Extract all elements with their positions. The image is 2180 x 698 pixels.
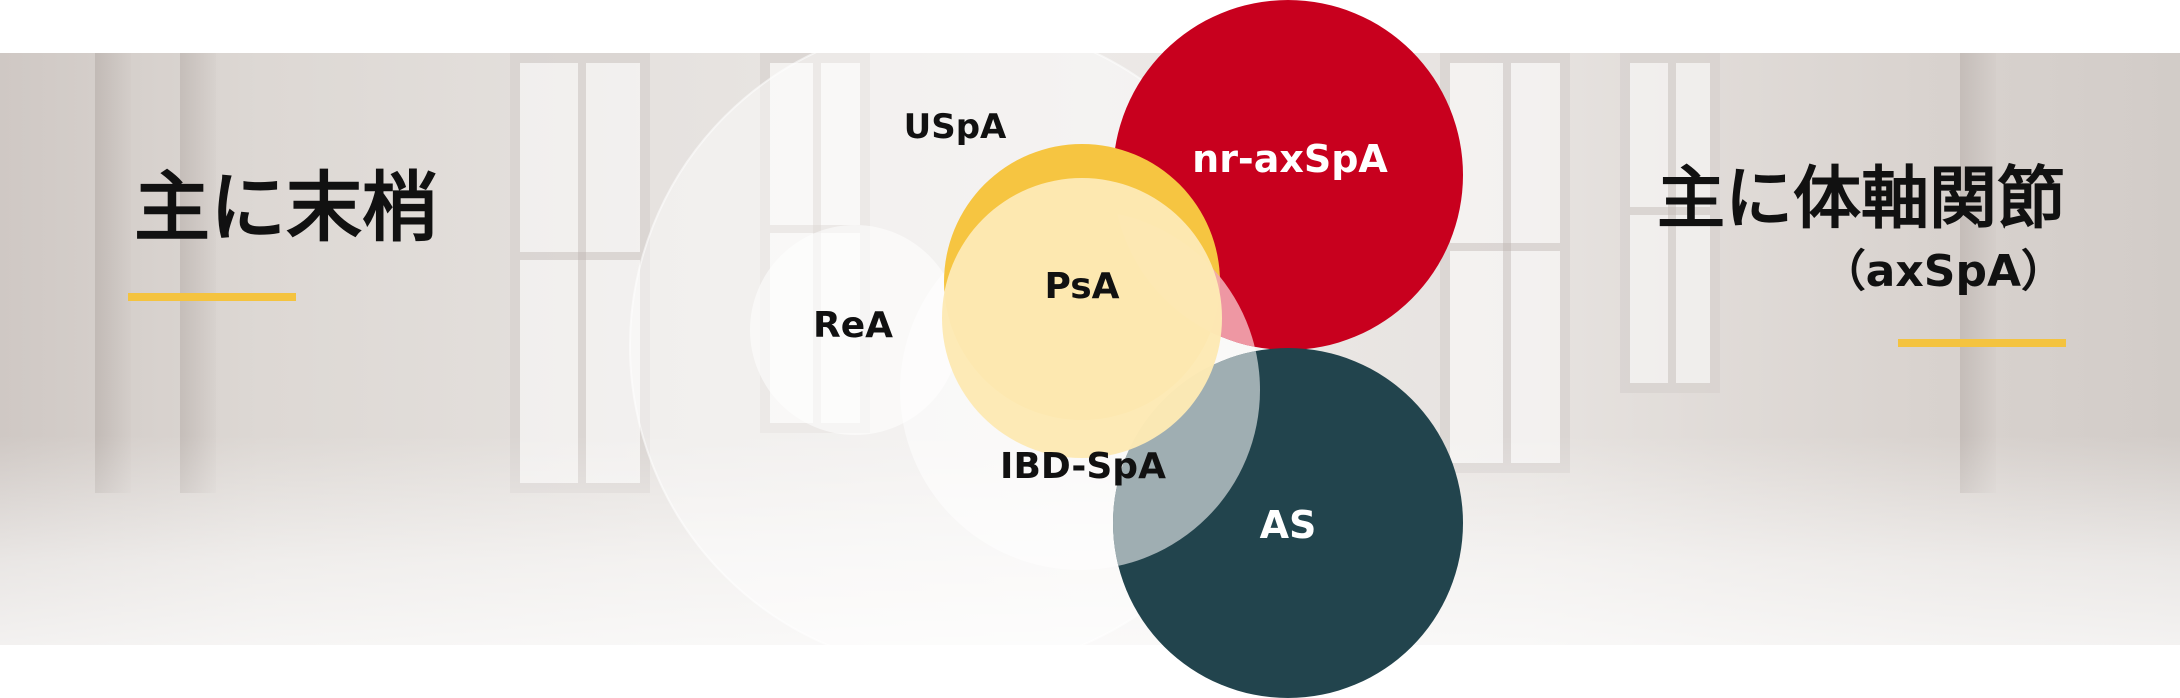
background-pillar bbox=[95, 53, 131, 493]
as-label: AS bbox=[1260, 503, 1317, 547]
background-window bbox=[1620, 53, 1720, 393]
psa-label: PsA bbox=[1044, 266, 1119, 307]
right-subheading: （axSpA） bbox=[1821, 246, 2065, 297]
ibd-spa-label: IBD-SpA bbox=[1000, 446, 1166, 487]
nr-axspa-label: nr-axSpA bbox=[1192, 137, 1388, 181]
left-heading-underline bbox=[128, 293, 296, 301]
ibd-as-overlap bbox=[1113, 348, 1260, 570]
background-pillar bbox=[180, 53, 216, 493]
rea-label: ReA bbox=[813, 305, 893, 346]
left-heading: 主に末梢 bbox=[134, 163, 438, 252]
background-pillar bbox=[1960, 53, 1996, 493]
right-heading-underline bbox=[1898, 339, 2066, 347]
psa-circle bbox=[942, 178, 1222, 458]
uspa-label: USpA bbox=[904, 107, 1007, 147]
right-heading: 主に体軸関節 bbox=[1656, 160, 2065, 239]
